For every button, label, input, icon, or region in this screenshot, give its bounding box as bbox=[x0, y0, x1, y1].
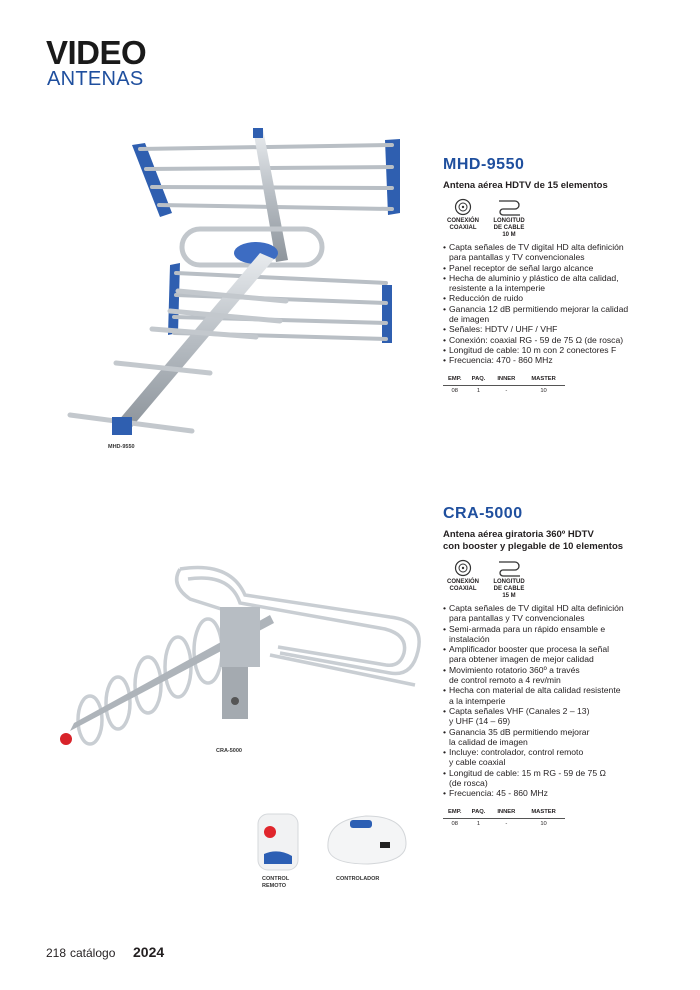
cable-icon bbox=[489, 557, 529, 579]
col-emp: EMP. bbox=[443, 806, 467, 819]
cell-inner: - bbox=[505, 387, 508, 394]
icon-label: DE CABLE bbox=[493, 225, 525, 231]
catalog-label: catálogo bbox=[70, 946, 116, 960]
product-model: CRA-5000 bbox=[443, 505, 523, 522]
feature-item: y UHF (14 – 69) bbox=[449, 716, 511, 727]
feature-item: y cable coaxial bbox=[449, 757, 506, 768]
feature-item: Reducción de ruido bbox=[443, 293, 673, 304]
feature-item: Capta señales de TV digital HD alta defi… bbox=[443, 242, 673, 253]
product-model: MHD-9550 bbox=[443, 156, 525, 173]
feature-item: resistente a la intemperie bbox=[449, 283, 546, 294]
cable-length-spec: LONGITUD DE CABLE 15 M bbox=[489, 557, 529, 600]
remote-caption: CONTROL REMOTO bbox=[262, 876, 289, 890]
coaxial-connection-spec: CONEXIÓN COAXIAL bbox=[443, 196, 483, 239]
feature-item: para pantallas y TV convencionales bbox=[449, 252, 585, 263]
cable-length-value: 15 M bbox=[502, 593, 516, 599]
col-paq: PAQ. bbox=[466, 373, 491, 386]
feature-item: de control remoto a 4 rev/min bbox=[449, 675, 561, 686]
icon-label: LONGITUD bbox=[493, 579, 525, 585]
icon-label: COAXIAL bbox=[449, 586, 477, 592]
subtitle-line: Antena aérea giratoria 360º HDTV bbox=[443, 529, 594, 540]
feature-item: Ganancia 12 dB permitiendo mejorar la ca… bbox=[443, 304, 673, 315]
feature-item: Movimiento rotatorio 360º a través bbox=[443, 665, 678, 676]
feature-item: Longitud de cable: 15 m RG - 59 de 75 Ω bbox=[443, 768, 678, 779]
coaxial-connector-icon bbox=[443, 196, 483, 218]
packaging-table: EMP. PAQ. INNER MASTER 08 1 - 10 bbox=[443, 806, 565, 829]
feature-list: Capta señales de TV digital HD alta defi… bbox=[443, 603, 678, 799]
feature-item: a la intemperie bbox=[449, 695, 506, 706]
feature-item: Semi-armada para un rápido ensamble e bbox=[443, 624, 678, 635]
cell-paq: 1 bbox=[476, 387, 481, 394]
remote-caption-line: CONTROL bbox=[262, 876, 290, 882]
remote-caption-line: REMOTO bbox=[262, 883, 287, 889]
feature-item: Amplificador booster que procesa la seña… bbox=[443, 644, 678, 655]
mhd-9550-antenna-image bbox=[67, 128, 400, 435]
mhd-9550-image-caption: MHD-9550 bbox=[108, 444, 135, 450]
cable-length-value: 10 M bbox=[502, 232, 516, 238]
feature-item: Frecuencia: 45 - 860 MHz bbox=[443, 788, 678, 799]
feature-item: Conexión: coaxial RG - 59 de 75 Ω (de ro… bbox=[443, 335, 673, 346]
product-subtitle: Antena aérea HDTV de 15 elementos bbox=[443, 180, 608, 191]
spec-icons: CONEXIÓN COAXIAL LONGITUD DE CABLE 15 M bbox=[443, 557, 678, 600]
feature-item: para pantallas y TV convencionales bbox=[449, 613, 585, 624]
page-number: 218 bbox=[46, 946, 67, 960]
cell-master: 10 bbox=[540, 820, 547, 827]
feature-item: para obtener imagen de mejor calidad bbox=[449, 654, 594, 665]
cell-emp: 08 bbox=[451, 387, 458, 394]
controller-image bbox=[327, 815, 407, 865]
feature-item: Frecuencia: 470 - 860 MHz bbox=[443, 355, 673, 366]
icon-label: DE CABLE bbox=[493, 586, 525, 592]
cable-icon bbox=[489, 196, 529, 218]
feature-item: Hecha de aluminio y plástico de alta cal… bbox=[443, 273, 673, 284]
controller-caption: CONTROLADOR bbox=[336, 876, 380, 882]
col-emp: EMP. bbox=[443, 373, 467, 386]
feature-item: Panel receptor de señal largo alcance bbox=[443, 263, 673, 274]
cra-5000-image-caption: CRA-5000 bbox=[216, 748, 242, 754]
feature-item: Ganancia 35 dB permitiendo mejorar bbox=[443, 727, 678, 738]
col-inner: INNER bbox=[490, 373, 523, 386]
coaxial-connection-spec: CONEXIÓN COAXIAL bbox=[443, 557, 483, 600]
col-paq: PAQ. bbox=[466, 806, 491, 819]
feature-item: (de rosca) bbox=[449, 778, 488, 789]
remote-control-image bbox=[257, 813, 299, 871]
spec-icons: CONEXIÓN COAXIAL LONGITUD DE CABLE 10 M bbox=[443, 196, 673, 239]
icon-label: CONEXIÓN bbox=[446, 218, 479, 224]
packaging-table: EMP. PAQ. INNER MASTER 08 1 - 10 bbox=[443, 373, 565, 396]
subtitle-line: con booster y plegable de 10 elementos bbox=[443, 541, 624, 552]
cell-paq: 1 bbox=[476, 820, 481, 827]
feature-item: Capta señales de TV digital HD alta defi… bbox=[443, 603, 678, 614]
feature-item: Hecha con material de alta calidad resis… bbox=[443, 685, 678, 696]
product-cra-5000: CRA-5000 Antena aérea giratoria 360º HDT… bbox=[443, 505, 678, 829]
feature-item: Capta señales VHF (Canales 2 – 13) bbox=[443, 706, 678, 717]
cra-5000-antenna-image bbox=[60, 565, 421, 746]
coaxial-connector-icon bbox=[443, 557, 483, 579]
col-master: MASTER bbox=[522, 806, 565, 819]
feature-item: Incluye: controlador, control remoto bbox=[443, 747, 678, 758]
col-inner: INNER bbox=[490, 806, 523, 819]
product-mhd-9550: MHD-9550 Antena aérea HDTV de 15 element… bbox=[443, 156, 673, 396]
cell-master: 10 bbox=[540, 387, 547, 394]
col-master: MASTER bbox=[522, 373, 565, 386]
icon-label: LONGITUD bbox=[493, 218, 525, 224]
feature-item: Señales: HDTV / UHF / VHF bbox=[443, 324, 673, 335]
catalog-year: 2024 bbox=[133, 944, 165, 960]
icon-label: CONEXIÓN bbox=[446, 579, 479, 585]
feature-item: la calidad de imagen bbox=[449, 736, 528, 747]
cell-emp: 08 bbox=[451, 820, 458, 827]
feature-list: Capta señales de TV digital HD alta defi… bbox=[443, 242, 673, 366]
icon-label: COAXIAL bbox=[449, 225, 477, 231]
product-subtitle: Antena aérea giratoria 360º HDTV con boo… bbox=[443, 529, 678, 553]
section-title: VIDEO bbox=[46, 34, 147, 71]
feature-item: de imagen bbox=[449, 314, 490, 325]
cell-inner: - bbox=[505, 820, 508, 827]
cable-length-spec: LONGITUD DE CABLE 10 M bbox=[489, 196, 529, 239]
section-subtitle: ANTENAS bbox=[47, 68, 144, 90]
feature-item: Longitud de cable: 10 m con 2 conectores… bbox=[443, 345, 673, 356]
feature-item: instalación bbox=[449, 633, 490, 644]
